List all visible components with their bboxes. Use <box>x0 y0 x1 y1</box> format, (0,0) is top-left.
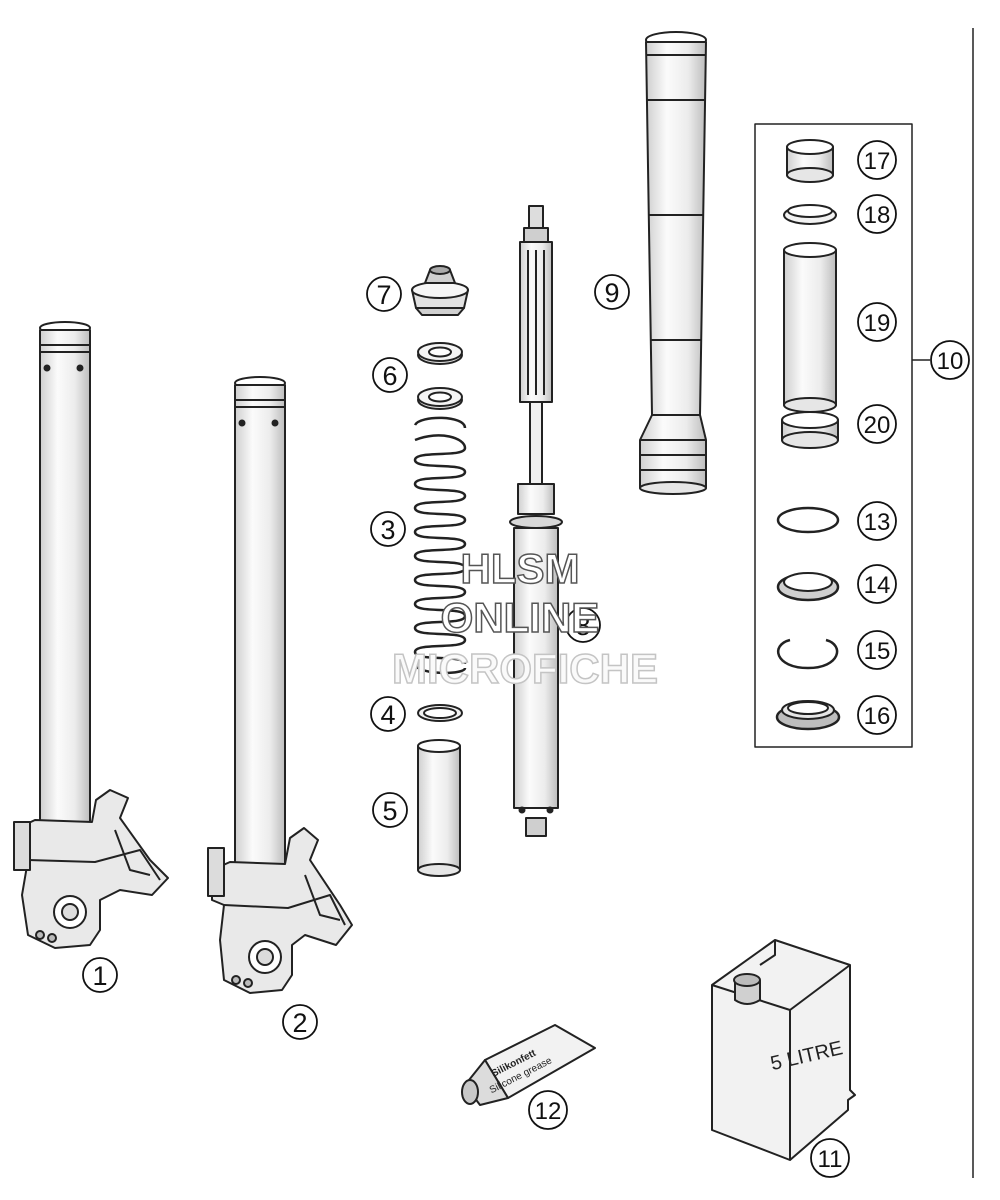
oil-seal-14 <box>776 572 840 602</box>
callout-5: 5 <box>372 792 408 828</box>
callout-18: 18 <box>857 194 897 234</box>
svg-text:9: 9 <box>604 278 619 308</box>
spacer-washers <box>417 342 463 410</box>
callout-9: 9 <box>594 274 630 310</box>
fork-oil-can <box>711 939 856 1161</box>
inner-tube-19 <box>783 242 837 413</box>
svg-text:6: 6 <box>382 361 397 391</box>
fork-leg-left <box>13 321 169 949</box>
svg-text:7: 7 <box>376 280 391 310</box>
bushing-17 <box>786 139 834 183</box>
callout-13: 13 <box>857 501 897 541</box>
callout-17: 17 <box>857 140 897 180</box>
svg-text:16: 16 <box>864 703 891 730</box>
damper-cartridge <box>509 205 563 837</box>
callout-8: 8 <box>565 607 601 643</box>
callout-6: 6 <box>372 357 408 393</box>
callout-11: 11 <box>810 1138 850 1178</box>
outer-tube <box>639 31 707 495</box>
svg-text:3: 3 <box>380 515 395 545</box>
callout-19: 19 <box>857 302 897 342</box>
callout-4: 4 <box>370 696 406 732</box>
part-group-box <box>754 123 913 748</box>
callout-15: 15 <box>857 630 897 670</box>
fork-leg-right <box>207 376 353 994</box>
svg-text:14: 14 <box>864 572 891 599</box>
svg-text:18: 18 <box>864 202 891 229</box>
svg-text:19: 19 <box>864 310 891 337</box>
washer <box>417 704 463 722</box>
watermark-line-3: MICROFICHE <box>392 645 658 692</box>
ring-18 <box>783 204 837 225</box>
svg-text:12: 12 <box>535 1098 562 1125</box>
callout-2: 2 <box>282 1004 318 1040</box>
o-ring-13 <box>776 506 840 534</box>
watermark-line-1: HLSM <box>461 545 580 592</box>
fork-top-cap <box>411 265 469 316</box>
svg-text:8: 8 <box>575 611 590 641</box>
watermark-line-2: ONLINE <box>441 594 600 641</box>
fork-spring <box>413 416 467 675</box>
callout-10: 10 <box>930 340 970 380</box>
svg-text:10: 10 <box>937 348 964 375</box>
callout-14: 14 <box>857 564 897 604</box>
callout-16: 16 <box>857 695 897 735</box>
svg-text:20: 20 <box>864 412 891 439</box>
circlip-15 <box>777 638 839 670</box>
sleeve-tube <box>417 739 461 877</box>
svg-text:1: 1 <box>92 961 107 991</box>
watermark: HLSM ONLINE MICROFICHE <box>391 544 659 693</box>
svg-text:4: 4 <box>380 700 395 730</box>
bushing-20 <box>781 411 839 449</box>
svg-text:11: 11 <box>818 1146 843 1173</box>
silicone-grease-tube <box>461 1024 596 1106</box>
callout-3: 3 <box>370 511 406 547</box>
svg-text:2: 2 <box>292 1008 307 1038</box>
svg-text:13: 13 <box>864 509 891 536</box>
svg-text:5: 5 <box>382 796 397 826</box>
callout-7: 7 <box>366 276 402 312</box>
dust-seal-16 <box>775 700 841 731</box>
callout-1: 1 <box>82 957 118 993</box>
callout-12: 12 <box>528 1090 568 1130</box>
callout-20: 20 <box>857 404 897 444</box>
svg-text:15: 15 <box>864 638 891 665</box>
svg-text:17: 17 <box>864 148 891 175</box>
